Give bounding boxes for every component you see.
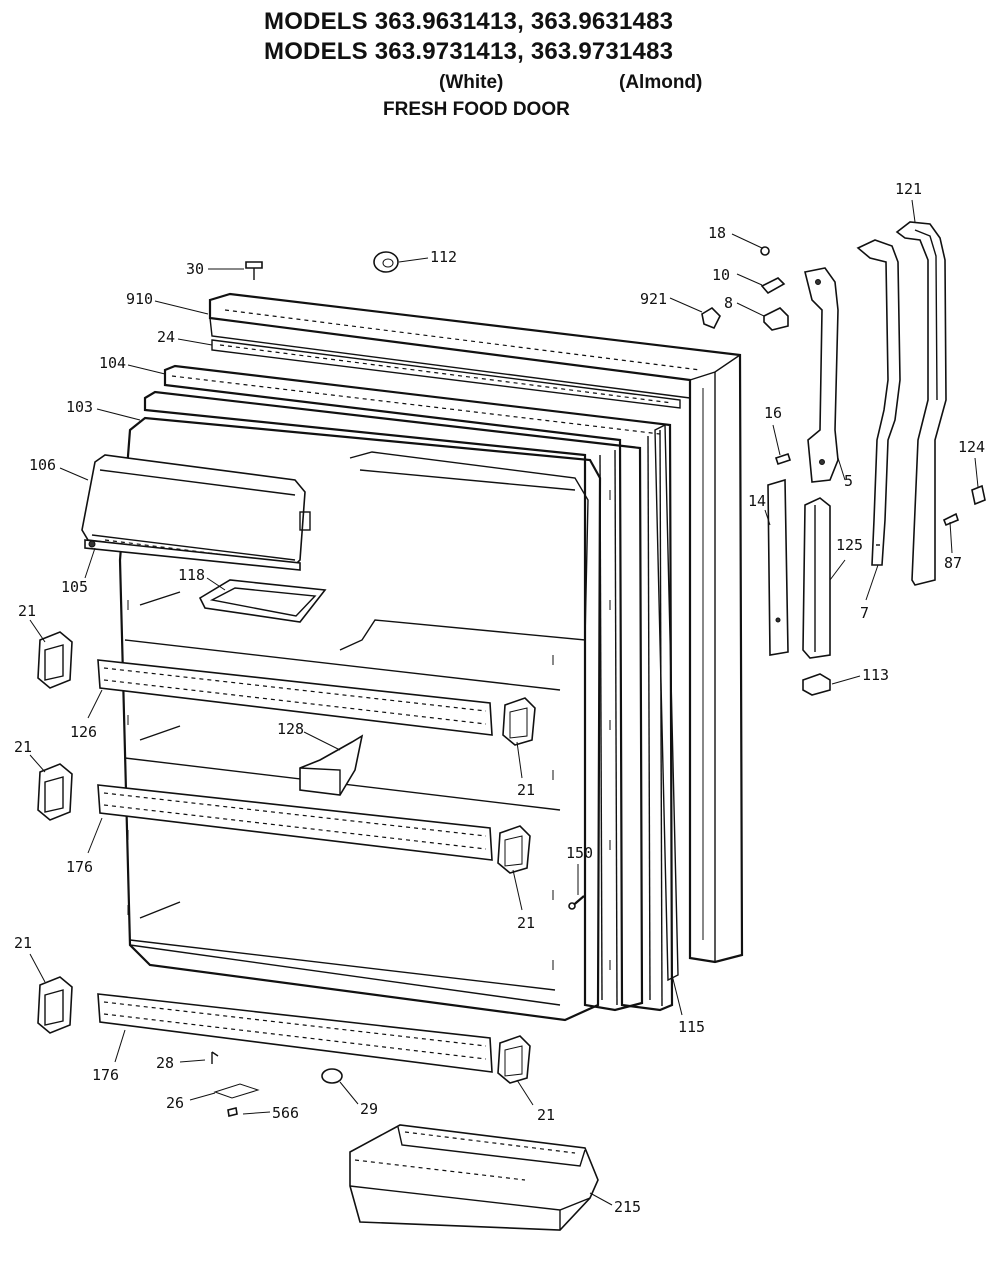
shelf-bar-upper xyxy=(97,659,493,736)
callout-21-left-1: 21 xyxy=(18,602,36,620)
callout-215: 215 xyxy=(614,1198,641,1216)
models-line-2: MODELS 363.9731413, 363.9731483 xyxy=(264,38,674,65)
hinge-pin-18 xyxy=(760,246,770,256)
shelf-bar-middle xyxy=(97,784,493,861)
end-cap-left-3 xyxy=(37,976,73,1034)
callout-921: 921 xyxy=(640,290,667,308)
end-cap-right-3 xyxy=(497,1035,531,1084)
handle-rear-7 xyxy=(856,239,901,566)
callout-115: 115 xyxy=(678,1018,705,1036)
end-cap-right-2 xyxy=(497,825,531,874)
screw-87 xyxy=(942,512,959,527)
callout-128: 128 xyxy=(277,720,304,738)
callout-105: 105 xyxy=(61,578,88,596)
end-cap-right-1 xyxy=(502,697,536,746)
callout-16: 16 xyxy=(764,404,782,422)
bottle-retainer xyxy=(299,734,364,796)
callout-14: 14 xyxy=(748,492,766,510)
callout-118: 118 xyxy=(178,566,205,584)
handle-insert-125 xyxy=(802,497,831,659)
callout-124: 124 xyxy=(958,438,985,456)
clip-28 xyxy=(211,1051,219,1064)
callout-103: 103 xyxy=(66,398,93,416)
cap-921 xyxy=(701,306,721,330)
screw-30 xyxy=(245,261,263,280)
handle-trim-14 xyxy=(767,478,789,656)
callout-29: 29 xyxy=(360,1100,378,1118)
models-line-1: MODELS 363.9631413, 363.9631483 xyxy=(264,8,674,35)
plug-29 xyxy=(321,1068,343,1084)
callout-7: 7 xyxy=(860,604,869,622)
callout-150: 150 xyxy=(566,844,593,862)
hinge-bushing-10 xyxy=(760,277,786,295)
callout-176: 176 xyxy=(66,858,93,876)
color-almond-label: (Almond) xyxy=(619,72,703,93)
callout-30: 30 xyxy=(186,260,204,278)
end-cap-124 xyxy=(971,484,986,506)
handle-121 xyxy=(895,221,947,586)
section-title: FRESH FOOD DOOR xyxy=(383,99,570,120)
callout-106: 106 xyxy=(29,456,56,474)
handle-cap-113 xyxy=(802,673,831,696)
callout-8: 8 xyxy=(724,294,733,312)
plug-112 xyxy=(373,251,399,273)
end-cap-left-2 xyxy=(37,763,73,821)
callout-28: 28 xyxy=(156,1054,174,1072)
callout-21-right-3: 21 xyxy=(537,1106,555,1124)
callout-21-left-3: 21 xyxy=(14,934,32,952)
callout-21-right-2: 21 xyxy=(517,914,535,932)
callout-5: 5 xyxy=(844,472,853,490)
callout-21-right-1: 21 xyxy=(517,781,535,799)
callout-21-left-2: 21 xyxy=(14,738,32,756)
end-cap-left-1 xyxy=(37,631,73,689)
breaker-strip xyxy=(211,339,681,409)
leader-lines xyxy=(29,199,979,1206)
callout-87: 87 xyxy=(944,554,962,572)
callout-numbers: 121 18 10 921 8 30 112 910 24 104 103 10… xyxy=(14,180,985,1216)
callout-104: 104 xyxy=(99,354,126,372)
door-seal-strip xyxy=(654,423,679,982)
screw-566 xyxy=(227,1107,238,1117)
bottle-bin xyxy=(349,1124,599,1231)
callout-18: 18 xyxy=(708,224,726,242)
door-outer-panel xyxy=(208,292,744,964)
callout-176-lower: 176 xyxy=(92,1066,119,1084)
hinge-bracket-5 xyxy=(804,267,839,483)
callout-112: 112 xyxy=(430,248,457,266)
door-inner-liner xyxy=(118,390,644,1022)
shelf-bar-lower xyxy=(97,993,493,1073)
callout-10: 10 xyxy=(712,266,730,284)
butter-tray xyxy=(198,579,327,623)
callout-24: 24 xyxy=(157,328,175,346)
callout-566: 566 xyxy=(272,1104,299,1122)
color-white-label: (White) xyxy=(439,72,504,93)
bracket-26 xyxy=(213,1083,260,1099)
door-gasket xyxy=(163,364,674,1012)
door-stop-pin xyxy=(568,895,585,910)
callout-910: 910 xyxy=(126,290,153,308)
callout-113: 113 xyxy=(862,666,889,684)
callout-126: 126 xyxy=(70,723,97,741)
callout-26: 26 xyxy=(166,1094,184,1112)
callout-125: 125 xyxy=(836,536,863,554)
dairy-hinge-bar xyxy=(84,539,301,571)
screw-16 xyxy=(774,452,792,466)
hinge-cover-8 xyxy=(763,307,789,331)
callout-121: 121 xyxy=(895,180,922,198)
